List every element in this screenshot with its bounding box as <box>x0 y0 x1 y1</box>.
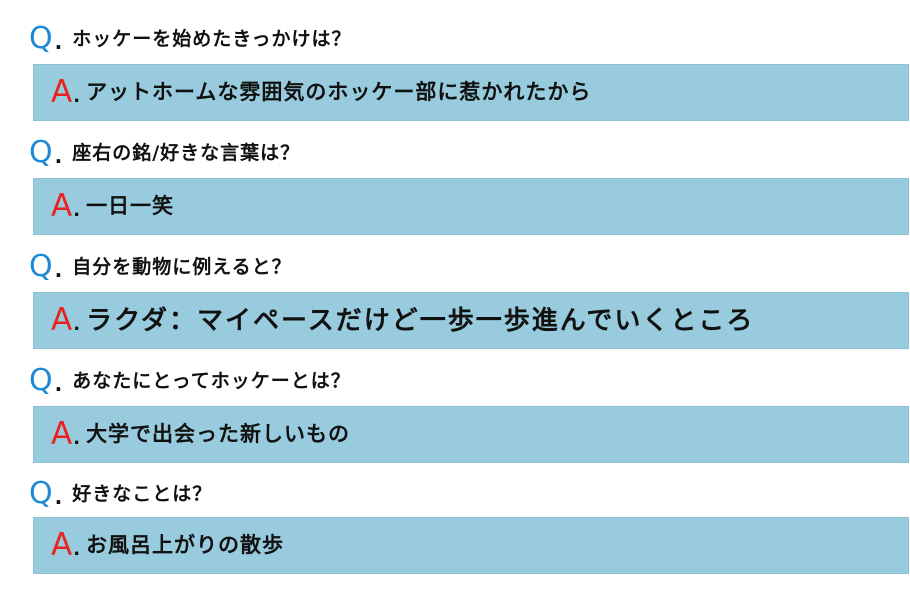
question-row: Q . ホッケーを始めたきっかけは？ <box>29 22 351 56</box>
answer-dot: . <box>73 200 81 221</box>
answer-text: ラクダ：マイペースだけど一歩一歩進んでいくところ <box>86 305 755 336</box>
question-marker: Q <box>29 21 53 56</box>
answer-box: A . アットホームな雰囲気のホッケー部に惹かれたから <box>33 64 909 121</box>
question-text: 好きなことは？ <box>72 482 213 505</box>
answer-box: A . 一日一笑 <box>33 178 909 235</box>
question-text: 自分を動物に例えると？ <box>72 255 292 278</box>
question-marker: Q <box>29 249 53 284</box>
answer-dot: . <box>73 314 81 335</box>
question-dot: . <box>54 144 63 168</box>
question-dot: . <box>54 485 63 509</box>
answer-box: A . お風呂上がりの散歩 <box>33 517 909 574</box>
answer-text: 大学で出会った新しいもの <box>86 422 351 446</box>
answer-marker: A <box>51 302 73 338</box>
answer-marker: A <box>51 188 73 224</box>
question-marker: Q <box>29 135 53 170</box>
question-marker: Q <box>29 363 53 398</box>
question-dot: . <box>54 372 63 396</box>
question-row: Q . 座右の銘/好きな言葉は？ <box>29 136 300 170</box>
question-dot: . <box>54 258 63 282</box>
answer-marker: A <box>51 416 73 452</box>
answer-dot: . <box>73 539 81 560</box>
question-text: ホッケーを始めたきっかけは？ <box>72 27 352 50</box>
answer-text: 一日一笑 <box>86 194 175 218</box>
answer-box: A . ラクダ：マイペースだけど一歩一歩進んでいくところ <box>33 292 909 349</box>
answer-box: A . 大学で出会った新しいもの <box>33 406 909 463</box>
question-row: Q . 自分を動物に例えると？ <box>29 250 292 284</box>
answer-marker: A <box>51 74 73 110</box>
question-dot: . <box>54 30 63 54</box>
question-row: Q . あなたにとってホッケーとは？ <box>29 364 351 398</box>
question-row: Q . 好きなことは？ <box>29 477 212 511</box>
question-text: 座右の銘/好きな言葉は？ <box>72 141 301 164</box>
question-marker: Q <box>29 476 53 511</box>
answer-dot: . <box>73 428 81 449</box>
answer-text: アットホームな雰囲気のホッケー部に惹かれたから <box>86 80 592 104</box>
question-text: あなたにとってホッケーとは？ <box>72 369 351 392</box>
answer-text: お風呂上がりの散歩 <box>86 533 285 557</box>
answer-dot: . <box>73 86 81 107</box>
answer-marker: A <box>51 527 73 563</box>
